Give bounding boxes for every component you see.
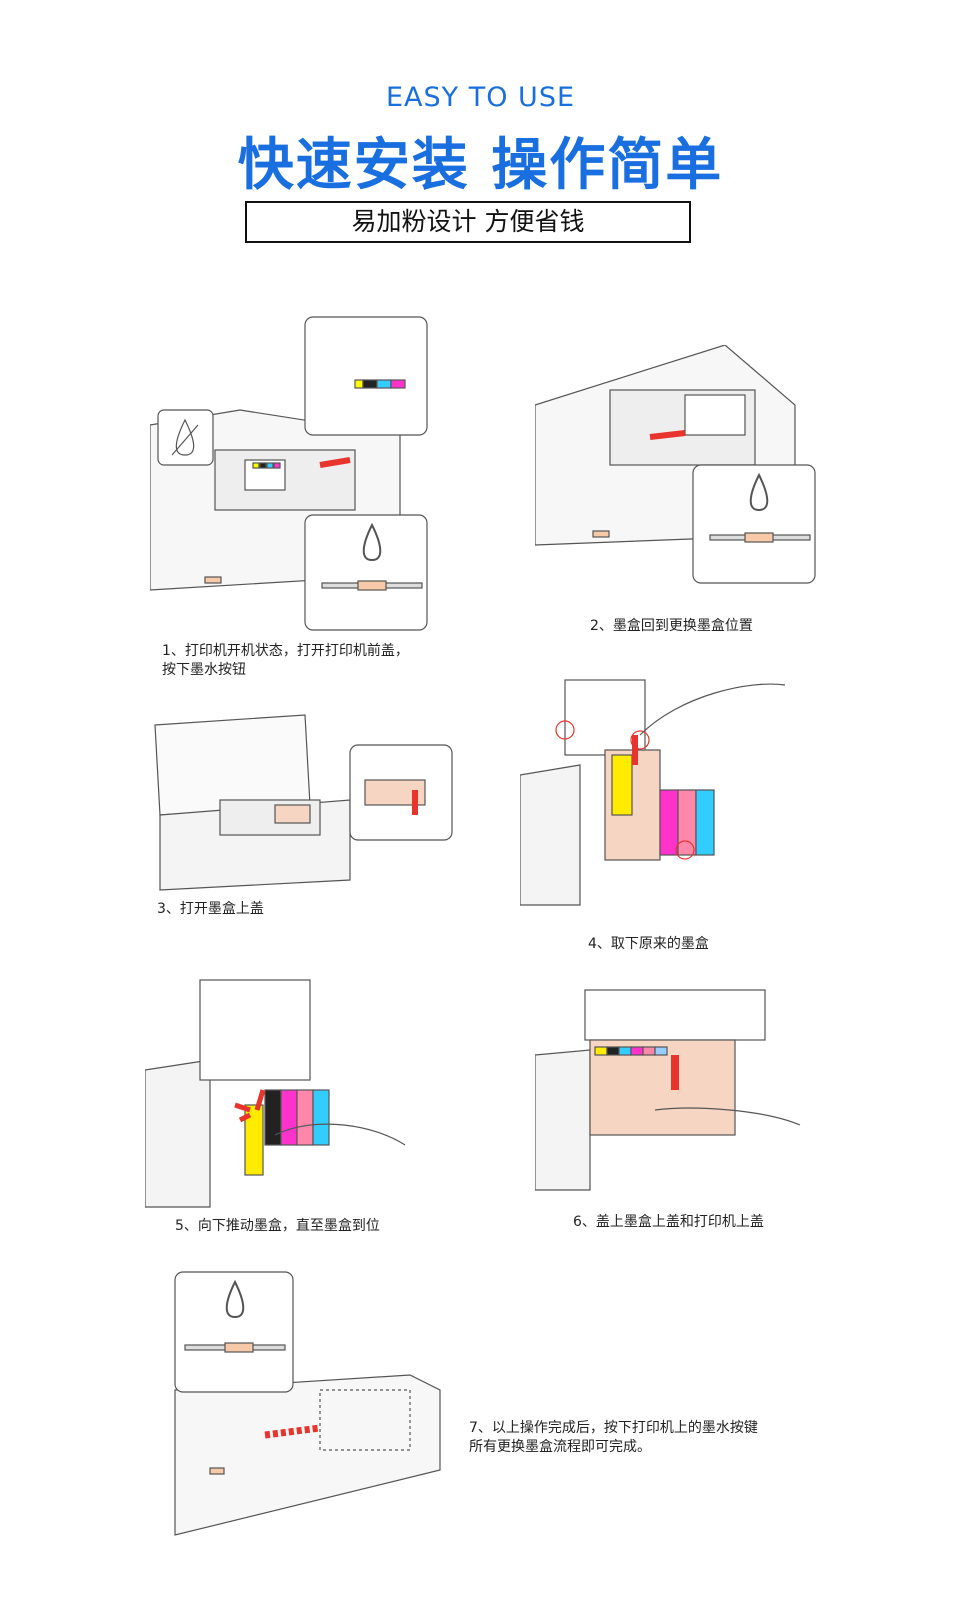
subtitle: EASY TO USE <box>385 82 576 113</box>
step4-caption: 4、取下原来的墨盒 <box>588 936 709 952</box>
step4-illustration <box>520 675 790 910</box>
step2-illustration <box>535 345 820 590</box>
tagline-box: 易加粉设计 方便省钱 <box>245 201 691 243</box>
step6-caption: 6、盖上墨盒上盖和打印机上盖 <box>573 1214 764 1230</box>
step7-illustration <box>170 1270 445 1538</box>
step5-caption: 5、向下推动墨盒，直至墨盒到位 <box>175 1218 380 1234</box>
step3-caption: 3、打开墨盒上盖 <box>157 901 264 917</box>
step5-illustration <box>145 975 410 1210</box>
caption-line: 所有更换墨盒流程即可完成。 <box>469 1439 651 1455</box>
caption-line: 1、打印机开机状态，打开打印机前盖， <box>162 643 409 659</box>
step6-illustration <box>535 985 805 1195</box>
step1-caption: 1、打印机开机状态，打开打印机前盖， 按下墨水按钮 <box>162 642 409 680</box>
step3-illustration <box>150 710 455 895</box>
step2-caption: 2、墨盒回到更换墨盒位置 <box>590 618 753 634</box>
caption-line: 按下墨水按钮 <box>162 662 246 678</box>
step1-illustration <box>150 315 435 635</box>
caption-line: 7、以上操作完成后，按下打印机上的墨水按键 <box>469 1420 758 1436</box>
page-title: 快速安装 操作简单 <box>237 133 724 198</box>
step7-caption: 7、以上操作完成后，按下打印机上的墨水按键 所有更换墨盒流程即可完成。 <box>469 1419 758 1457</box>
